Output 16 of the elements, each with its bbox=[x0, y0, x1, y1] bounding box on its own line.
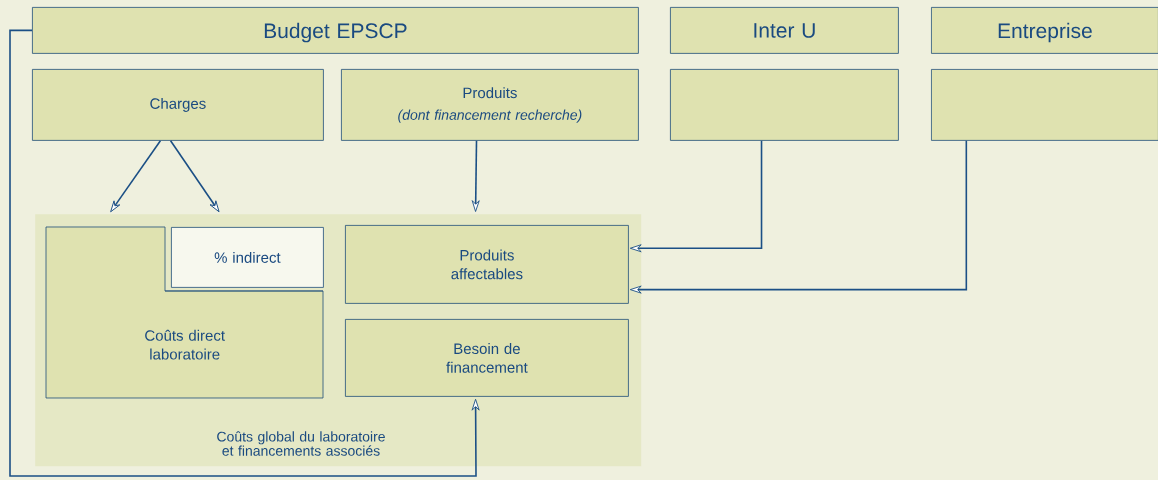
process-box: Charges bbox=[32, 69, 324, 141]
process-box: Produits (dont financement recherche) bbox=[341, 69, 639, 141]
header-box: Inter U bbox=[670, 7, 899, 54]
empty-box bbox=[670, 69, 899, 141]
process-box: % indirect bbox=[164, 227, 324, 292]
header-box: Entreprise bbox=[931, 7, 1158, 54]
arrow bbox=[9, 29, 480, 477]
arrow bbox=[471, 140, 480, 212]
arrow bbox=[629, 140, 968, 294]
empty-box bbox=[931, 69, 1158, 141]
arrow bbox=[110, 140, 162, 213]
process-box: Produits affectables bbox=[345, 225, 629, 304]
header-box: Budget EPSCP bbox=[32, 7, 639, 54]
arrow bbox=[169, 140, 220, 213]
process-box: Besoin de financement bbox=[345, 319, 629, 397]
arrow bbox=[629, 140, 763, 253]
